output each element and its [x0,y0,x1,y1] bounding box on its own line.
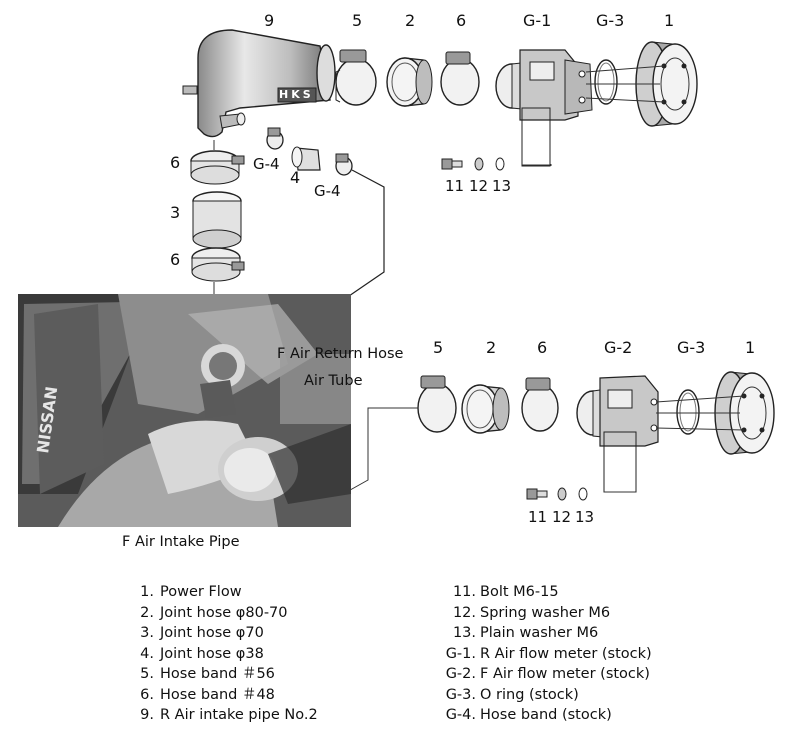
joint-hose-part-2-lower [461,384,510,434]
label-4: 4 [290,168,301,187]
list-item: 4.Joint hose φ38 [140,645,264,662]
label-6-side-b: 6 [170,250,181,269]
label-1-lower: 1 [745,338,756,357]
label-air-intake-pipe: F Air Intake Pipe [122,534,240,550]
label-13-lower: 13 [575,508,595,526]
label-13-upper: 13 [492,177,512,195]
label-g3-lower: G-3 [677,338,706,357]
label-1-upper: 1 [664,11,675,30]
label-air-tube: Air Tube [304,373,363,389]
label-2-upper: 2 [405,11,416,30]
label-9: 9 [264,11,275,30]
label-6-upper: 6 [456,11,467,30]
list-item: 13.Plain washer M6 [452,625,599,641]
label-g3-upper: G-3 [596,11,625,30]
label-2-lower: 2 [486,338,497,357]
label-11-upper: 11 [445,177,465,195]
label-12-lower: 12 [552,508,572,526]
label-g4-a: G-4 [253,155,280,173]
label-g2: G-2 [604,338,633,357]
list-item: 11.Bolt M6-15 [452,584,559,600]
list-item: 6.Hose band ＃48 [140,686,275,703]
bolt-washers-lower [526,487,588,501]
o-ring-g3-lower [676,389,700,435]
hks-logo-text: HKS [279,88,314,101]
air-flow-meter-g2 [576,375,659,493]
list-item: 1.Power Flow [140,584,242,600]
hose-band-part-6-upper [440,51,480,106]
hose-band-part-5-upper [335,49,377,106]
parts-list-right: 11.Bolt M6-15 12.Spring washer M6 13.Pla… [438,582,652,726]
list-item: G-4.Hose band (stock) [445,707,612,723]
label-5-upper: 5 [352,11,363,30]
small-hose-assembly-upper [266,127,353,176]
bolt-washers-upper [441,157,505,171]
upper-guide-lines [522,65,665,166]
list-item: 5.Hose band ＃56 [140,666,275,682]
label-6-side-a: 6 [170,153,181,172]
joint-hose-part-2-upper [386,57,433,107]
label-11-lower: 11 [528,508,548,526]
list-item: G-2.F Air flow meter (stock) [445,666,650,682]
parts-list-left: 1.Power Flow 2.Joint hose φ80-70 3.Joint… [122,582,318,726]
list-item: 3.Joint hose φ70 [140,625,264,641]
label-6-lower: 6 [537,338,548,357]
intake-pipe-part-9 [182,29,336,138]
label-12-upper: 12 [469,177,489,195]
list-item: G-1.R Air flow meter (stock) [445,645,652,662]
list-item: 2.Joint hose φ80-70 [140,604,288,621]
hose-band-part-6-lower [521,377,559,432]
label-g1: G-1 [523,11,552,30]
left-stack-bands-hose [190,140,245,336]
list-item: G-3.O ring (stock) [445,686,579,703]
list-item: 12.Spring washer M6 [452,604,611,621]
list-item: 9.R Air intake pipe No.2 [140,707,318,723]
label-5-lower: 5 [433,338,444,357]
engine-bay-photo: NISSAN [18,294,351,527]
hose-band-part-5-lower [417,375,457,433]
label-air-return-hose: F Air Return Hose [277,346,404,362]
label-3-side: 3 [170,203,181,222]
o-ring-g3-upper [594,59,618,105]
air-flow-meter-g1 [495,49,593,167]
label-g4-b: G-4 [314,182,341,200]
